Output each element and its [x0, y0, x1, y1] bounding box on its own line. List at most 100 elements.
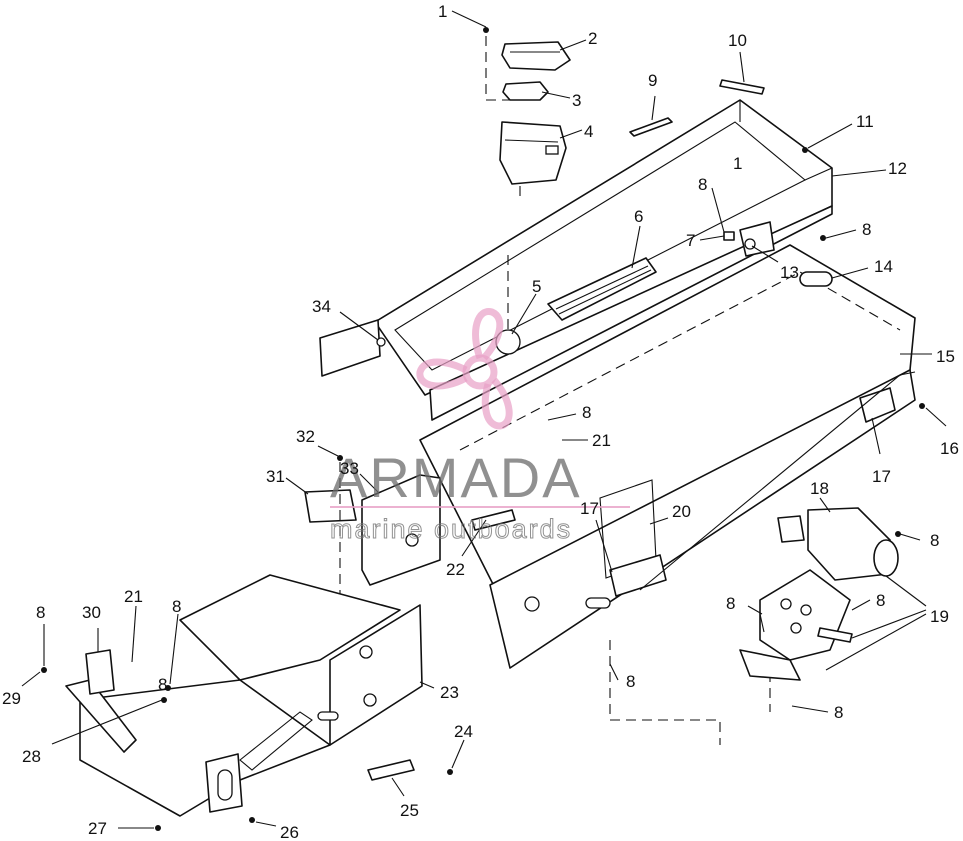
- callout-22: 22: [446, 560, 465, 579]
- part-16-screw: [919, 403, 925, 409]
- leader-19b: [851, 609, 927, 639]
- leader-16: [925, 407, 947, 427]
- part-33-hole: [405, 533, 419, 547]
- callout-17: 17: [580, 499, 599, 518]
- leader-22: [461, 519, 487, 557]
- part-17-bracket-center: [609, 554, 667, 597]
- base-diagonal-rail: [239, 711, 313, 771]
- leader-8d: [899, 533, 921, 541]
- part-14-slot-plate: [799, 271, 833, 287]
- callout-28: 28: [22, 747, 41, 766]
- callout-9: 9: [648, 71, 657, 90]
- leader-21b: [131, 605, 137, 663]
- callout-8: 8: [862, 220, 871, 239]
- callout-2: 2: [588, 29, 597, 48]
- part-8-fastener-left-2: [161, 697, 167, 703]
- leader-9: [651, 95, 656, 121]
- leader-33: [359, 473, 379, 493]
- leader-8c: [547, 413, 577, 421]
- leader-1a: [451, 10, 487, 28]
- part-29-bolt: [41, 667, 47, 673]
- callout-8: 8: [726, 594, 735, 613]
- base-floor: [79, 679, 331, 817]
- leader-13: [751, 245, 779, 263]
- part-11-fastener: [802, 147, 808, 153]
- tunnel-top-panel: [419, 244, 916, 599]
- leader-19a: [885, 575, 927, 607]
- part-26-screw: [249, 817, 255, 823]
- propeller-blade-1: [472, 308, 504, 361]
- leader-26: [255, 821, 277, 827]
- part-23-hole-1: [359, 645, 373, 659]
- callout-21: 21: [124, 587, 143, 606]
- leader-31: [285, 477, 309, 495]
- part-19-hole-3: [790, 622, 802, 634]
- callout-17: 17: [872, 467, 891, 486]
- callout-1: 1: [438, 2, 447, 21]
- watermark-tagline: marine outboards: [330, 514, 572, 544]
- leader-8b: [825, 229, 857, 239]
- part-32-screw: [337, 455, 343, 461]
- callout-3: 3: [572, 91, 581, 110]
- part-25-strip: [367, 759, 415, 781]
- leader-28: [51, 699, 163, 745]
- callout-13: 13: [780, 263, 799, 282]
- leader-32: [317, 445, 339, 457]
- callout-15: 15: [936, 347, 955, 366]
- leader-11: [807, 123, 853, 149]
- callout-16: 16: [940, 439, 959, 458]
- leader-24: [451, 739, 465, 769]
- top-detail-parts: [483, 27, 571, 196]
- part-8-fastener-top: [820, 235, 826, 241]
- callout-8: 8: [876, 591, 885, 610]
- leader-25: [391, 777, 405, 797]
- part-18-cap: [777, 515, 805, 543]
- callout-7: 7: [686, 231, 695, 250]
- part-6-step-plate: [547, 257, 657, 321]
- strips: [629, 79, 765, 137]
- tray-body: [374, 99, 833, 396]
- leader-3: [541, 91, 571, 99]
- lower-left-base: [41, 574, 453, 831]
- base-top-surface: [179, 574, 401, 681]
- part-2-cap: [501, 41, 571, 71]
- part-28-arm: [65, 679, 137, 753]
- callout-12: 12: [888, 159, 907, 178]
- callout-8: 8: [158, 675, 167, 694]
- part-19-clip: [739, 649, 801, 681]
- callout-5: 5: [532, 277, 541, 296]
- part-3-pad: [502, 81, 549, 101]
- leader-lines: [21, 10, 947, 829]
- callout-8: 8: [834, 703, 843, 722]
- leader-7: [699, 235, 725, 241]
- leader-6: [631, 225, 641, 269]
- part-4-bracket: [499, 121, 567, 185]
- assembly-line-1: [485, 36, 512, 101]
- leader-17b: [595, 519, 613, 573]
- leader-8g: [609, 663, 619, 681]
- callout-29: 29: [2, 689, 21, 708]
- tunnel-side-hole: [524, 596, 540, 612]
- leader-34: [339, 311, 379, 341]
- leader-18: [819, 497, 831, 513]
- leader-17a: [871, 417, 881, 455]
- step-plate-rib-2: [558, 269, 652, 315]
- callout-8: 8: [626, 672, 635, 691]
- part-7-clip: [723, 231, 735, 241]
- part-9-strip: [629, 117, 673, 137]
- base-slot: [317, 711, 339, 721]
- part-24-screw: [447, 769, 453, 775]
- part-8-pin-lower: [759, 613, 765, 633]
- callout-27: 27: [88, 819, 107, 838]
- main-tunnel: [419, 244, 925, 745]
- leader-8a: [711, 187, 725, 233]
- watermark: ARMADA marine outboards: [330, 308, 630, 545]
- left-middle-parts: [304, 455, 516, 610]
- callout-8: 8: [172, 597, 181, 616]
- leader-20: [649, 517, 669, 525]
- callout-32: 32: [296, 427, 315, 446]
- part-33-panel: [361, 474, 441, 586]
- upper-tray: [319, 99, 833, 421]
